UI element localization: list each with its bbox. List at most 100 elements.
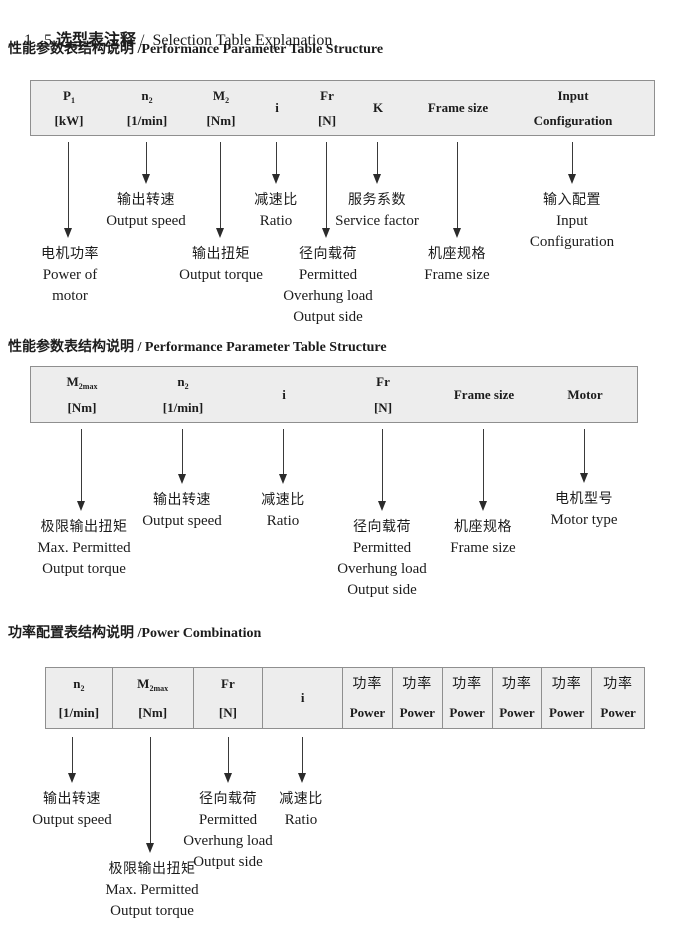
- header-cell-unit: Power: [399, 705, 435, 720]
- header-cell-unit: Power: [549, 705, 585, 720]
- header-symbol-subscript: 2: [80, 684, 85, 693]
- header-symbol-text: Fr: [376, 374, 390, 389]
- callout-line: Output side: [347, 582, 417, 598]
- callout-line: Max. Permitted: [105, 882, 199, 898]
- callout-line: Ratio: [284, 812, 318, 828]
- header-cell-unit: Power: [600, 705, 636, 720]
- arrow-shaft: [275, 142, 277, 176]
- arrow-shaft: [71, 737, 73, 775]
- arrow-shaft: [149, 737, 151, 845]
- page-title: 1 . 5 选型表注释 / Selection Table Explanatio…: [8, 8, 332, 68]
- header-cell: n2 [1/min]: [163, 367, 203, 422]
- header-cell-symbol: i: [282, 387, 286, 402]
- header-symbol-text: Fr: [221, 676, 235, 691]
- callout-line: Output torque: [110, 903, 194, 919]
- callout-line: 减速比: [261, 493, 305, 508]
- callout-line: 极限输出扭矩: [40, 520, 128, 535]
- arrow-shaft: [67, 142, 69, 230]
- header-cell: n2[1/min]: [127, 81, 167, 135]
- header-symbol-text: n: [73, 676, 81, 691]
- arrow-head-icon: [579, 473, 588, 483]
- down-arrow: [452, 142, 462, 238]
- header-cell: 功率 Power: [592, 668, 644, 728]
- header-cell-symbol: 功率: [603, 677, 633, 692]
- header-symbol-text: Frame size: [453, 386, 515, 402]
- header-cell-symbol: n2: [141, 89, 152, 108]
- callout-line: 电机功率: [41, 247, 99, 262]
- callout-line: motor: [52, 288, 88, 304]
- arrow-shaft: [219, 142, 221, 230]
- header-cell-unit: [1/min]: [58, 705, 100, 720]
- callout-line: Frame size: [424, 267, 490, 283]
- header-cell-symbol: M2max: [67, 375, 98, 394]
- header-cell-symbol: 功率: [402, 677, 432, 692]
- header-symbol-subscript: 2: [184, 382, 189, 391]
- down-arrow: [76, 429, 86, 511]
- section-heading-english: /Power Combination: [134, 626, 262, 641]
- callout-line: 径向载荷: [299, 247, 357, 262]
- header-symbol-text: 功率: [352, 677, 383, 692]
- callout-line: Output side: [293, 309, 363, 325]
- arrow-shaft: [583, 429, 585, 475]
- callout-line: Frame size: [450, 540, 516, 556]
- section-heading-english: / Performance Parameter Table Structure: [134, 340, 387, 355]
- down-arrow: [177, 429, 187, 484]
- arrow-head-icon: [567, 174, 576, 184]
- callout-line: 减速比: [254, 193, 298, 208]
- section-heading-3: 功率配置表结构说明 /Power Combination: [8, 622, 261, 642]
- header-cell-symbol: n2: [73, 677, 84, 696]
- header-cell: 功率 Power: [343, 668, 393, 728]
- header-cell: i: [275, 81, 279, 135]
- down-arrow: [67, 737, 77, 783]
- header-cell-symbol: K: [373, 101, 383, 115]
- header-cell-symbol: Fr: [221, 677, 235, 691]
- header-cell: M2[Nm]: [207, 81, 236, 135]
- header-cell-unit: Power: [349, 705, 386, 720]
- down-arrow: [215, 142, 225, 238]
- callout-line: 输出转速: [116, 193, 175, 208]
- header-cell-symbol: P1: [63, 89, 75, 108]
- header-cell-unit: [1/min]: [162, 400, 204, 415]
- header-cell-unit: [Nm]: [138, 705, 168, 720]
- header-symbol-text: M: [66, 374, 79, 389]
- arrow-shaft: [227, 737, 229, 775]
- callout-line: Permitted: [198, 812, 258, 828]
- section-heading-chinese: 性能参数表结构说明: [8, 340, 134, 355]
- header-cell-symbol: i: [301, 691, 305, 705]
- callout-line: Output torque: [179, 267, 263, 283]
- down-arrow: [478, 429, 488, 511]
- arrow-head-icon: [478, 501, 487, 511]
- down-arrow: [579, 429, 589, 483]
- callout-line: Service factor: [335, 213, 419, 229]
- header-cell-unit: [N]: [373, 400, 393, 415]
- header-symbol-text: 功率: [603, 677, 634, 692]
- callout-line: Overhung load: [337, 561, 427, 577]
- arrow-shaft: [145, 142, 147, 176]
- header-cell-symbol: Frame size: [428, 101, 488, 115]
- arrow-head-icon: [63, 228, 72, 238]
- header-symbol-text: i: [300, 690, 305, 705]
- header-cell-symbol: 功率: [352, 677, 382, 692]
- section-heading-chinese: 性能参数表结构说明: [8, 42, 134, 57]
- header-cell: Frame size: [454, 367, 514, 422]
- header-cell: M2max[Nm]: [67, 367, 98, 422]
- header-cell-unit: [N]: [317, 113, 337, 128]
- section-heading-english: /Performance Parameter Table Structure: [134, 42, 384, 57]
- header-cell-symbol: Fr: [320, 89, 334, 103]
- callout-line: 极限输出扭矩: [108, 862, 196, 877]
- callout-line: Permitted: [352, 540, 412, 556]
- header-symbol-text: n: [177, 374, 185, 389]
- callout-line: 径向载荷: [353, 520, 411, 535]
- header-symbol-text: Motor: [567, 386, 603, 402]
- arrow-head-icon: [223, 773, 232, 783]
- arrow-head-icon: [141, 174, 150, 184]
- down-arrow: [372, 142, 382, 184]
